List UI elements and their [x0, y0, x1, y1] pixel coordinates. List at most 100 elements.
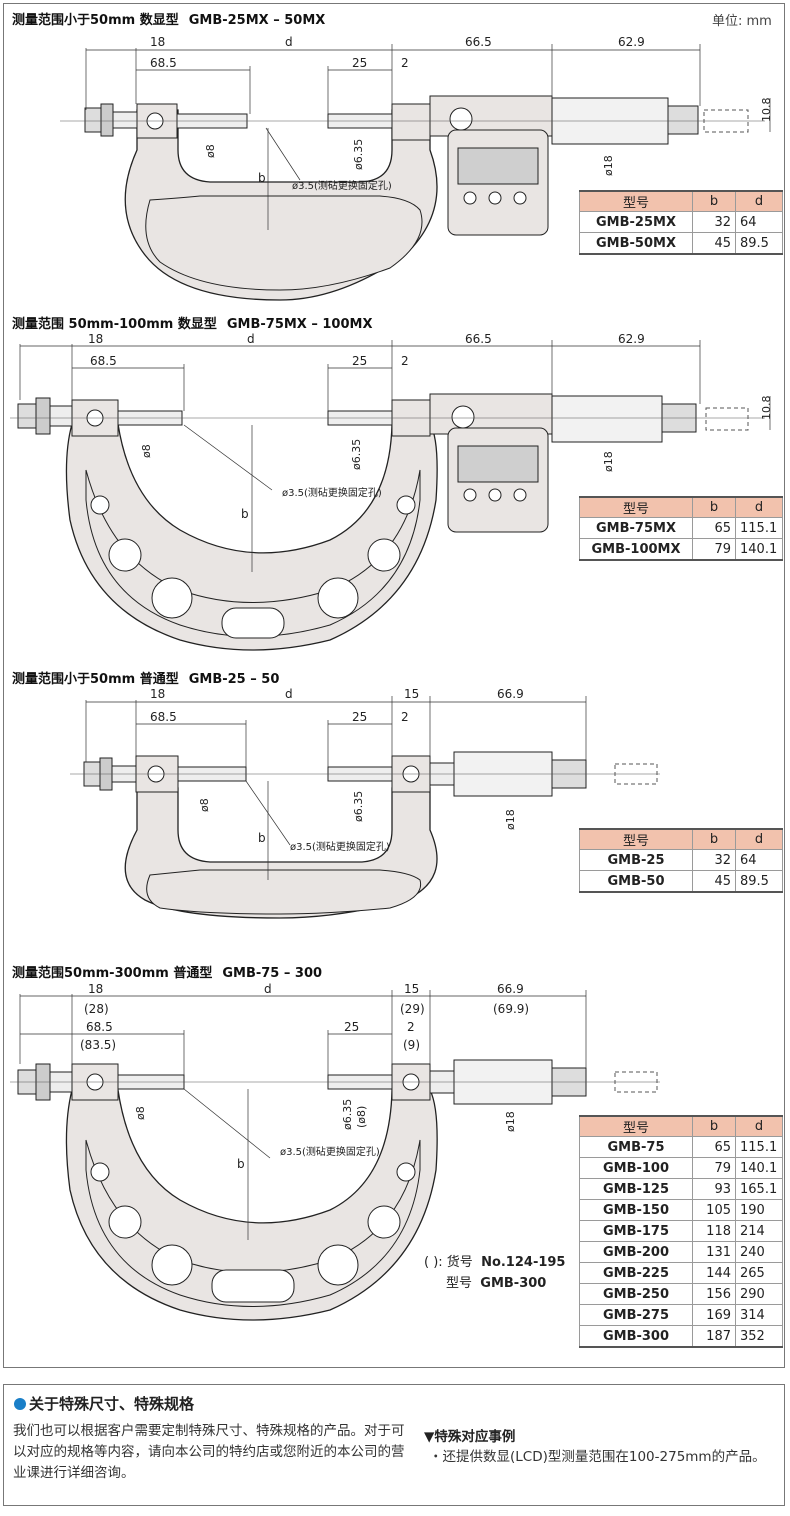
- cell-d: 240: [735, 1241, 783, 1263]
- digital-button-1c: [513, 191, 527, 205]
- cell-model: GMB-275: [579, 1304, 693, 1326]
- cell-model: GMB-200: [579, 1241, 693, 1263]
- th-b-1: b: [692, 190, 736, 212]
- dim-o18-2: ø18: [602, 451, 615, 472]
- special-order-box: 关于特殊尺寸、特殊规格 我们也可以根据客户需要定制特殊尺寸、特殊规格的产品。对于…: [3, 1384, 785, 1506]
- micrometer-drawing-1: 18 68.5 d 25 2 66.5 62.9 b ø3.5(测砧更换固定孔)…: [60, 35, 773, 301]
- lock-lever-1: [449, 107, 473, 131]
- dim-699-4: (69.9): [493, 1002, 529, 1016]
- dim-665-2: 66.5: [465, 332, 492, 346]
- digital-button-2b: [488, 488, 502, 502]
- dim-9-4: (9): [403, 1038, 420, 1052]
- cell-b: 131: [692, 1241, 736, 1263]
- dim-25-3: 25: [352, 710, 367, 724]
- micrometer-drawing-2: 18 68.5 d 25 2 66.5 62.9 b ø3.5(测砧更换固定孔)…: [10, 332, 773, 651]
- dim-669-3: 66.9: [497, 687, 524, 701]
- dim-629-2: 62.9: [618, 332, 645, 346]
- dim-685-4: 68.5: [86, 1020, 113, 1034]
- cell-d: 64: [735, 849, 783, 871]
- frame-hole-4f: [396, 1162, 416, 1182]
- ratchet-ghost-2: [705, 407, 749, 431]
- dim-665-1: 66.5: [465, 35, 492, 49]
- dim-o18-3: ø18: [504, 809, 517, 830]
- dim-hole-2: ø3.5(测砧更换固定孔): [282, 486, 382, 499]
- digital-button-1a: [463, 191, 477, 205]
- dim-b-4: b: [237, 1157, 245, 1171]
- dim-835-4: (83.5): [80, 1038, 116, 1052]
- frame-hole-2e: [90, 495, 110, 515]
- cell-d: 165.1: [735, 1178, 783, 1200]
- cell-model: GMB-100MX: [579, 538, 693, 561]
- dim-hole-3: ø3.5(测砧更换固定孔): [290, 840, 390, 853]
- th-model-4: 型号: [579, 1115, 693, 1137]
- dim-18-1: 18: [150, 35, 165, 49]
- cell-b: 79: [692, 538, 736, 561]
- dim-o18-1: ø18: [602, 155, 615, 176]
- cell-b: 32: [692, 211, 736, 233]
- dim-685-2: 68.5: [90, 354, 117, 368]
- frame-inner-3: [146, 869, 422, 915]
- frame-hole-4a: [108, 1205, 142, 1239]
- note-value-2: GMB-300: [480, 1276, 547, 1291]
- section-range-1: 测量范围小于50mm 数显型: [12, 13, 179, 28]
- micrometer-drawing-3: 18 68.5 d 25 2 15 66.9 b ø3.5(测砧更换固定孔) ø…: [70, 687, 660, 919]
- frame-hole-4d: [367, 1205, 401, 1239]
- cell-d: 190: [735, 1199, 783, 1221]
- frame-hole-2a: [108, 538, 142, 572]
- th-b-3: b: [692, 828, 736, 850]
- cell-model: GMB-100: [579, 1157, 693, 1179]
- dim-685-1: 68.5: [150, 56, 177, 70]
- section-range-4: 测量范围50mm-300mm 普通型: [12, 966, 213, 981]
- dim-b-3: b: [258, 831, 266, 845]
- dim-d-3: d: [285, 687, 293, 701]
- cell-model: GMB-150: [579, 1199, 693, 1221]
- dim-d-4: d: [264, 982, 272, 996]
- section-range-3: 测量范围小于50mm 普通型: [12, 672, 179, 687]
- cell-model: GMB-50: [579, 870, 693, 893]
- th-b-4: b: [692, 1115, 736, 1137]
- section-model-2: GMB-75MX – 100MX: [226, 317, 373, 332]
- cell-model: GMB-250: [579, 1283, 693, 1305]
- dim-o635-4: ø6.35: [341, 1099, 354, 1130]
- dim-d-2: d: [247, 332, 255, 346]
- dim-2-1: 2: [401, 56, 409, 70]
- cell-b: 156: [692, 1283, 736, 1305]
- cell-model: GMB-225: [579, 1262, 693, 1284]
- dim-hole-1: ø3.5(测砧更换固定孔): [292, 179, 392, 192]
- cell-b: 65: [692, 1136, 736, 1158]
- footnote: ( ): 货号 No.124-195 型号 GMB-300: [424, 1252, 565, 1294]
- digital-head-2: [429, 393, 553, 435]
- lcd-2: [457, 445, 539, 483]
- dim-o635-2: ø6.35: [350, 439, 363, 470]
- dim-25-1: 25: [352, 56, 367, 70]
- cell-b: 32: [692, 849, 736, 871]
- lcd-1: [457, 147, 539, 185]
- unit-label: 单位: mm: [712, 14, 772, 29]
- cell-d: 89.5: [735, 232, 783, 255]
- special-example-item: ・还提供数显(LCD)型测量范围在100-275mm的产品。: [429, 1449, 766, 1465]
- cell-b: 187: [692, 1325, 736, 1348]
- dim-108-2: 10.8: [760, 396, 773, 421]
- cell-b: 45: [692, 232, 736, 255]
- cell-b: 45: [692, 870, 736, 893]
- frame-hole-2c: [317, 577, 359, 619]
- frame-hole-4c: [317, 1244, 359, 1286]
- cell-b: 118: [692, 1220, 736, 1242]
- dim-o18-4: ø18: [504, 1111, 517, 1132]
- dim-29-4: (29): [400, 1002, 425, 1016]
- th-model-2: 型号: [579, 496, 693, 518]
- dim-15-3: 15: [404, 687, 419, 701]
- cell-b: 79: [692, 1157, 736, 1179]
- th-d-4: d: [735, 1115, 783, 1137]
